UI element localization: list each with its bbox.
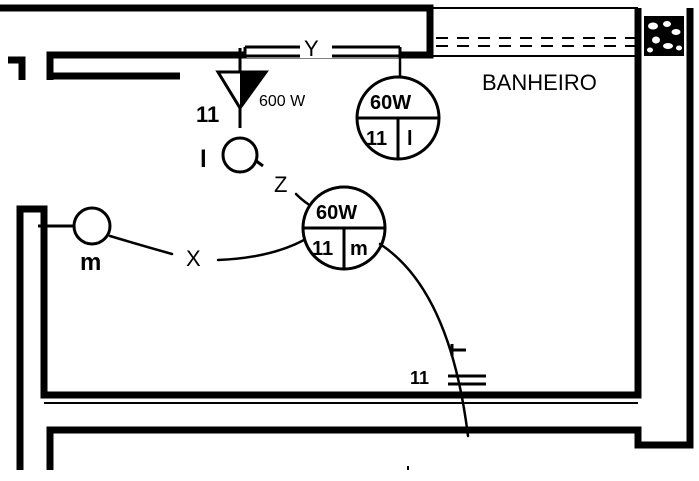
- lamp-room-command: m: [350, 238, 368, 260]
- circuit-label-z: Z: [274, 172, 287, 197]
- circuit-label-y: Y: [304, 36, 319, 61]
- switch-upper-command: l: [200, 146, 207, 173]
- window-dashes: [436, 37, 636, 47]
- outlet-circuit: 11: [410, 368, 429, 388]
- wire-x-right: [216, 238, 306, 262]
- wall-bottom: [46, 8, 694, 470]
- wire-z: [294, 192, 310, 206]
- shower-symbol: [215, 48, 269, 128]
- walls: [0, 4, 694, 470]
- room-label: BANHEIRO: [482, 70, 597, 95]
- shaft-block: [644, 16, 684, 56]
- outlet-symbol: [448, 344, 486, 386]
- lamp-bathroom-command: l: [407, 128, 413, 150]
- switch-upper-symbol: [221, 136, 264, 174]
- lamp-bathroom-circuit: 11: [366, 128, 387, 150]
- lamp-room-circuit: 11: [312, 238, 333, 260]
- switch-left-symbol: [38, 206, 112, 246]
- lamp-bathroom-power: 60W: [370, 92, 411, 114]
- shower-power: 600 W: [259, 93, 306, 110]
- lamp-bathroom: [355, 56, 441, 161]
- wall-top: [0, 4, 434, 80]
- wall-top-left-stub: [8, 56, 26, 80]
- circuit-label-x: X: [186, 246, 201, 271]
- lamp-room-power: 60W: [316, 202, 357, 224]
- shower-circuit: 11: [196, 102, 219, 127]
- wire-x-left: [108, 234, 174, 256]
- door-opening: [243, 44, 402, 58]
- lamp-room: [301, 185, 387, 271]
- wire-outlet: [378, 242, 470, 438]
- switch-left-command: m: [80, 249, 101, 276]
